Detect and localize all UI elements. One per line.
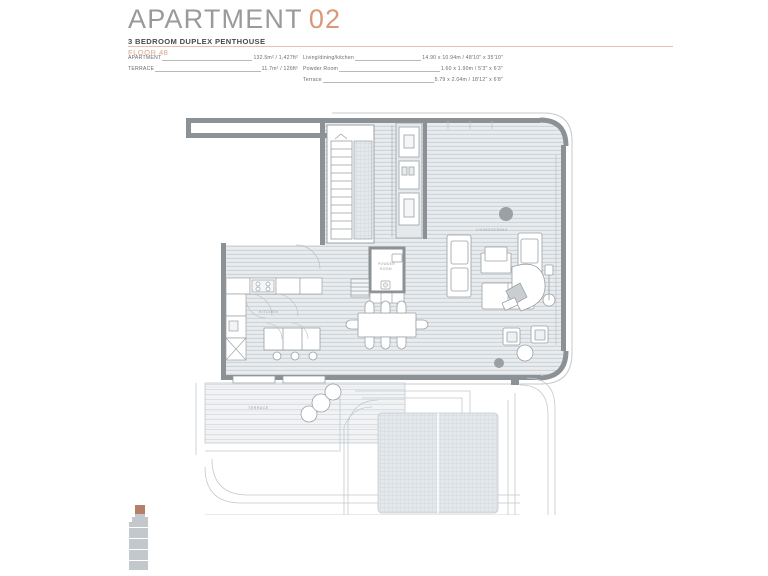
building-elevation-key <box>124 505 158 571</box>
spec-value: 11.7m² / 126ft² <box>261 66 298 72</box>
outline-offset <box>355 141 573 385</box>
key-highlight-floor <box>135 505 145 514</box>
terrace-area: TERRACE <box>204 375 406 444</box>
room-label-living-dining: LIVING/DINING <box>476 228 508 232</box>
storage-units <box>350 278 405 304</box>
spec-row: Terrace 5.79 x 2.04m / 18'12" x 6'8" <box>303 77 503 84</box>
balcony-edge <box>343 377 556 515</box>
floor-plan: LIVING/DINING POWDER ROOM <box>0 95 768 515</box>
spec-leader <box>322 81 434 83</box>
spec-row: APARTMENT 132.5m² / 1,427ft² <box>128 55 298 62</box>
glazing-mullions <box>447 121 557 345</box>
dining-table <box>345 300 429 350</box>
room-label-powder-room: POWDER <box>378 262 395 266</box>
room-label-kitchen: KITCHEN <box>259 310 278 314</box>
room-label-terrace: TERRACE <box>248 406 269 410</box>
outline-offset <box>332 112 573 142</box>
spec-value: 132.5m² / 1,427ft² <box>253 55 298 61</box>
spec-label: TERRACE <box>128 66 155 72</box>
specifications: APARTMENT 132.5m² / 1,427ft² TERRACE 11.… <box>128 55 673 84</box>
powder-room: POWDER ROOM <box>368 246 406 294</box>
spec-row: Powder Room 1.60 x 1.90m / 5'3" x 6'3" <box>303 66 503 73</box>
door-swing <box>295 244 321 270</box>
room-label-powder-room-2: ROOM <box>380 267 392 271</box>
kitchen: KITCHEN <box>225 277 323 361</box>
spec-row: Living/dining/kitchen 14.90 x 10.94m / 4… <box>303 55 503 62</box>
spec-leader <box>162 59 253 61</box>
staircase <box>326 124 375 244</box>
spec-value: 1.60 x 1.90m / 5'3" x 6'3" <box>440 66 503 72</box>
spec-value: 5.79 x 2.04m / 18'12" x 6'8" <box>434 77 503 83</box>
spec-column-areas: APARTMENT 132.5m² / 1,427ft² TERRACE 11.… <box>128 55 298 84</box>
spec-column-dimensions: Living/dining/kitchen 14.90 x 10.94m / 4… <box>303 55 503 84</box>
page-title-number: 02 <box>308 4 342 34</box>
spec-label: Living/dining/kitchen <box>303 55 354 61</box>
utility-column <box>391 122 427 239</box>
grand-piano <box>501 263 546 312</box>
corner-wall <box>537 350 569 381</box>
spec-leader <box>354 59 422 61</box>
corner-wall <box>539 117 569 147</box>
partition-wall <box>423 121 427 239</box>
header-divider <box>128 46 673 47</box>
spec-value: 14.90 x 10.94m / 48'10" x 35'10" <box>422 55 503 61</box>
page-title-main: APARTMENT <box>128 4 303 34</box>
spec-label: Terrace <box>303 77 322 83</box>
structural-column <box>494 358 504 368</box>
page-subtitle: 3 BEDROOM DUPLEX PENTHOUSE <box>128 37 266 46</box>
structural-column <box>499 207 513 221</box>
spec-label: APARTMENT <box>128 55 162 61</box>
floor-label: FLOOR 48 <box>128 48 169 57</box>
swimming-pool <box>377 412 499 514</box>
spec-leader <box>339 70 440 72</box>
spec-label: Powder Room <box>303 66 339 72</box>
armchair-group <box>502 325 549 362</box>
wall-stub <box>511 380 519 385</box>
spec-leader <box>155 70 261 72</box>
spec-row: TERRACE 11.7m² / 126ft² <box>128 66 298 73</box>
